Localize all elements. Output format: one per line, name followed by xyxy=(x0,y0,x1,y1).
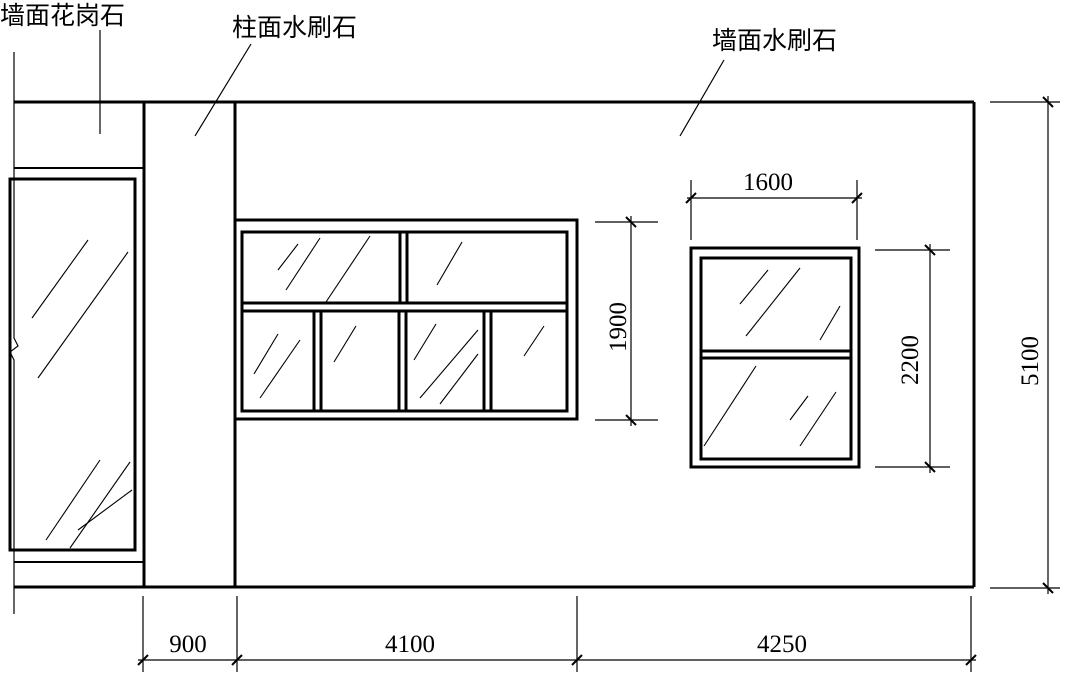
dim-text-4250: 4250 xyxy=(757,631,807,658)
window-2-glass-hatch xyxy=(703,267,841,447)
break-line xyxy=(9,52,19,614)
wall-outline xyxy=(14,100,976,589)
dim-bottom-chain xyxy=(137,596,977,672)
dim-window-1-height xyxy=(595,216,658,426)
dim-window-2-height xyxy=(875,244,950,473)
leader-lines xyxy=(99,30,725,137)
door-glass-hatch xyxy=(31,239,133,549)
dim-window-1-width xyxy=(685,180,863,240)
left-granite-section xyxy=(8,52,144,614)
dim-wall-height xyxy=(990,96,1060,594)
dim-text-1900: 1900 xyxy=(605,302,632,352)
window-1-glass-hatch xyxy=(253,235,545,405)
dim-text-2200: 2200 xyxy=(897,335,924,385)
label-wall-terrazzo: 墙面水刷石 xyxy=(712,26,837,55)
window-2 xyxy=(689,246,861,469)
label-column-terrazzo: 柱面水刷石 xyxy=(232,13,357,42)
dim-text-5100: 5100 xyxy=(1017,336,1044,386)
dim-text-1600: 1600 xyxy=(743,169,793,196)
dim-text-900: 900 xyxy=(169,631,207,658)
column xyxy=(142,102,237,587)
window-1 xyxy=(233,218,579,421)
label-wall-granite: 墙面花岗石 xyxy=(0,1,125,30)
dim-text-4100: 4100 xyxy=(385,631,435,658)
